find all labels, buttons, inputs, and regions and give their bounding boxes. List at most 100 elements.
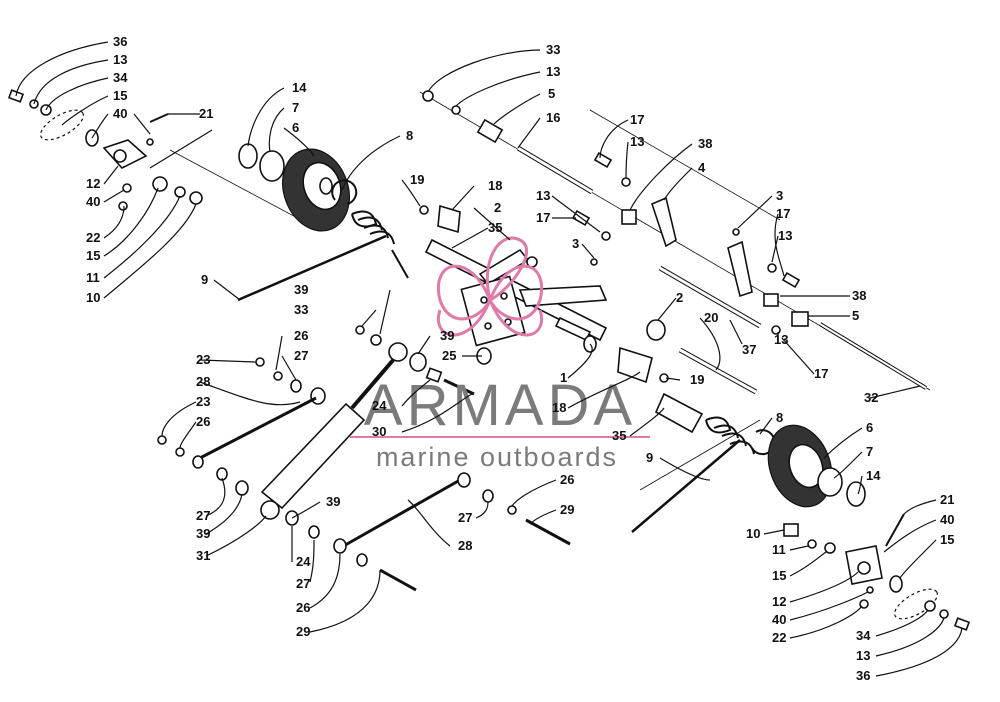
callout: 15 (772, 568, 786, 583)
shock-absorber (260, 342, 408, 520)
callout: 17 (630, 112, 644, 127)
logo-mark (437, 236, 543, 337)
callout: 3 (776, 188, 783, 203)
callout: 37 (742, 342, 756, 357)
callout: 26 (560, 472, 574, 487)
left-idler-wheel (238, 143, 358, 232)
callout: 5 (548, 86, 555, 101)
callout: 10 (746, 526, 760, 541)
lower-link-rods (157, 325, 571, 592)
callout: 39 (196, 526, 210, 541)
upper-right-rods (422, 90, 928, 395)
callout: 25 (442, 348, 456, 363)
callout: 35 (488, 220, 502, 235)
callout: 26 (294, 328, 308, 343)
callout: 27 (196, 508, 210, 523)
callout: 11 (772, 542, 786, 557)
callout: 13 (630, 134, 644, 149)
callout: 15 (940, 532, 954, 547)
callout: 29 (560, 502, 574, 517)
watermark-brand: ARMADA (364, 373, 636, 438)
callout: 22 (772, 630, 786, 645)
callout: 23 (196, 352, 210, 367)
callout: 31 (196, 548, 210, 563)
callout: 28 (196, 374, 210, 389)
callout: 22 (86, 230, 100, 245)
callout: 2 (494, 200, 501, 215)
callout: 14 (292, 80, 307, 95)
callout: 8 (776, 410, 783, 425)
center-frame (419, 204, 669, 384)
callout: 6 (866, 420, 873, 435)
callout: 2 (676, 290, 683, 305)
callout: 34 (856, 628, 871, 643)
callout: 6 (292, 120, 299, 135)
callout: 13 (113, 52, 127, 67)
leader-lines (15, 41, 963, 677)
callout: 12 (86, 176, 100, 191)
callout: 26 (296, 600, 310, 615)
callout: 39 (326, 494, 340, 509)
callout: 33 (546, 42, 560, 57)
callout: 9 (646, 450, 653, 465)
callout: 18 (488, 178, 502, 193)
callout: 27 (294, 348, 308, 363)
callout: 1 (560, 370, 567, 385)
callout: 36 (856, 668, 870, 683)
right-idler-wheel (767, 424, 866, 508)
callout: 38 (698, 136, 712, 151)
callout: 17 (776, 206, 790, 221)
callout: 26 (196, 414, 210, 429)
callout: 30 (372, 424, 386, 439)
watermark-tagline: marine outboards (376, 442, 618, 472)
callout: 35 (612, 428, 626, 443)
callout: 17 (536, 210, 550, 225)
callout: 5 (852, 308, 859, 323)
callout: 15 (113, 88, 127, 103)
callout: 39 (440, 328, 454, 343)
right-torsion-spring (631, 392, 776, 533)
callout: 7 (866, 444, 873, 459)
callout: 7 (292, 100, 299, 115)
callout: 13 (774, 332, 788, 347)
callout: 38 (852, 288, 866, 303)
callout: 33 (294, 302, 308, 317)
callout: 32 (864, 390, 878, 405)
callout: 13 (856, 648, 870, 663)
callout: 19 (690, 372, 704, 387)
callout: 40 (772, 612, 786, 627)
callout: 9 (201, 272, 208, 287)
callout: 12 (772, 594, 786, 609)
callout: 13 (546, 64, 560, 79)
callout: 27 (296, 576, 310, 591)
callout: 8 (406, 128, 413, 143)
armada-logo: ARMADA marine outboards (350, 236, 650, 472)
callout: 29 (296, 624, 310, 639)
callout: 34 (113, 70, 128, 85)
callout: 11 (86, 270, 100, 285)
callout: 15 (86, 248, 100, 263)
callout: 21 (940, 492, 954, 507)
callout: 20 (704, 310, 718, 325)
callout: 3 (572, 236, 579, 251)
callout: 23 (196, 394, 210, 409)
callout: 40 (86, 194, 100, 209)
callout: 40 (113, 106, 127, 121)
callout: 27 (458, 510, 472, 525)
left-torsion-spring (237, 210, 409, 302)
callout: 13 (536, 188, 550, 203)
callout: 40 (940, 512, 954, 527)
callout: 13 (778, 228, 792, 243)
callout: 14 (866, 468, 881, 483)
callout: 36 (113, 34, 127, 49)
callout: 16 (546, 110, 560, 125)
callout: 17 (814, 366, 828, 381)
callout: 24 (372, 398, 387, 413)
callout: 39 (294, 282, 308, 297)
callout: 21 (199, 106, 213, 121)
callout: 19 (410, 172, 424, 187)
callout: 18 (552, 400, 566, 415)
callout: 28 (458, 538, 472, 553)
